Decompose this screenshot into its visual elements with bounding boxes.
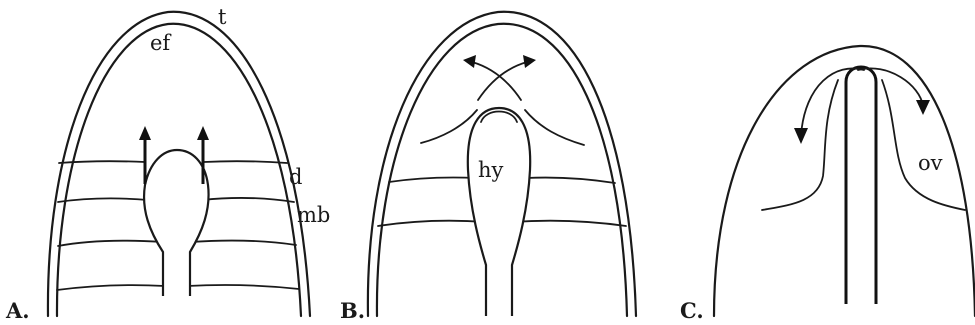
panel-b: hy B. bbox=[340, 12, 636, 323]
panel-b-division-line-3 bbox=[378, 221, 486, 226]
panel-a-division-line-2 bbox=[204, 161, 287, 163]
label-hy: hy bbox=[478, 158, 504, 182]
panel-a-division-line-5 bbox=[58, 241, 162, 246]
label-d: d bbox=[289, 165, 302, 189]
panel-a: t ef d mb A. bbox=[5, 5, 330, 323]
panel-b-hypostome bbox=[468, 108, 530, 316]
panel-a-division-line-4 bbox=[202, 198, 294, 202]
panel-a-hypostome bbox=[144, 150, 209, 296]
label-t: t bbox=[218, 5, 227, 29]
panel-b-upper-arc-right bbox=[525, 110, 584, 145]
panel-b-arrow-left-head bbox=[463, 55, 476, 68]
panel-a-division-line-8 bbox=[187, 285, 299, 289]
label-ov: ov bbox=[918, 151, 943, 175]
panel-label-b: B. bbox=[340, 298, 365, 323]
panel-label-a: A. bbox=[5, 298, 30, 323]
panel-b-arrow-right-head bbox=[523, 55, 536, 68]
label-mb: mb bbox=[297, 203, 330, 227]
panel-b-division-line-2 bbox=[526, 178, 615, 183]
panel-a-division-line-6 bbox=[190, 241, 296, 245]
panel-c-central-rod bbox=[846, 67, 876, 304]
panel-b-division-line-4 bbox=[512, 221, 626, 226]
panel-c-arrow-right-curve bbox=[858, 68, 923, 106]
panel-b-division-line-1 bbox=[389, 178, 476, 183]
panel-a-division-line-3 bbox=[58, 198, 148, 202]
panel-b-upper-arc-left bbox=[421, 110, 477, 143]
panel-label-c: C. bbox=[680, 298, 704, 323]
panel-a-division-line-1 bbox=[59, 161, 145, 163]
panel-c: ov C. bbox=[680, 46, 975, 323]
panel-c-left-region bbox=[762, 80, 838, 210]
panel-c-arrow-left-head bbox=[794, 128, 808, 144]
panel-a-arrow-left-head bbox=[139, 126, 151, 140]
panel-a-division-line-7 bbox=[57, 285, 165, 290]
panel-c-arrow-left-curve bbox=[801, 68, 864, 135]
panel-c-arrow-right-head bbox=[916, 100, 930, 115]
panel-a-arrow-right-head bbox=[197, 126, 209, 140]
label-ef: ef bbox=[150, 31, 172, 55]
